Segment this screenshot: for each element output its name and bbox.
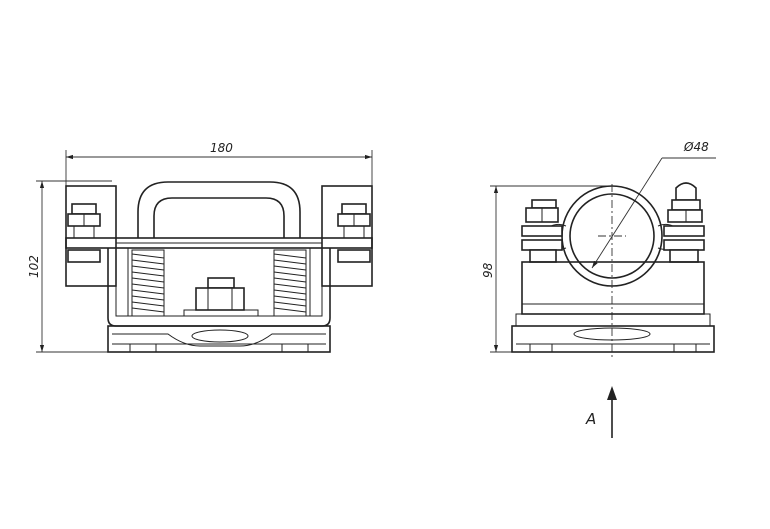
handle — [137, 181, 301, 238]
right-spring — [273, 249, 307, 317]
side-body — [511, 261, 715, 353]
top-plate — [65, 237, 373, 249]
side-view: Ø48 98 — [481, 140, 716, 438]
left-spring — [131, 249, 165, 317]
dim-height-label: 102 — [27, 255, 41, 278]
view-arrow: A — [585, 386, 617, 438]
dimension-height-side: 98 — [481, 185, 614, 353]
dim-height-side-label: 98 — [481, 262, 495, 278]
pipe-section — [561, 184, 663, 360]
center-nut — [183, 277, 259, 317]
left-bolt — [521, 199, 563, 263]
dim-diameter-label: Ø48 — [683, 140, 709, 154]
dimension-diameter: Ø48 — [591, 140, 716, 269]
dim-width-label: 180 — [210, 141, 233, 155]
front-view: 180 102 — [27, 141, 373, 353]
base-plate — [107, 325, 331, 353]
view-arrow-label: A — [585, 410, 596, 428]
dimension-width: 180 — [65, 141, 373, 186]
right-bolt — [663, 182, 705, 263]
left-clamp — [65, 185, 117, 287]
dimension-height: 102 — [27, 180, 112, 353]
